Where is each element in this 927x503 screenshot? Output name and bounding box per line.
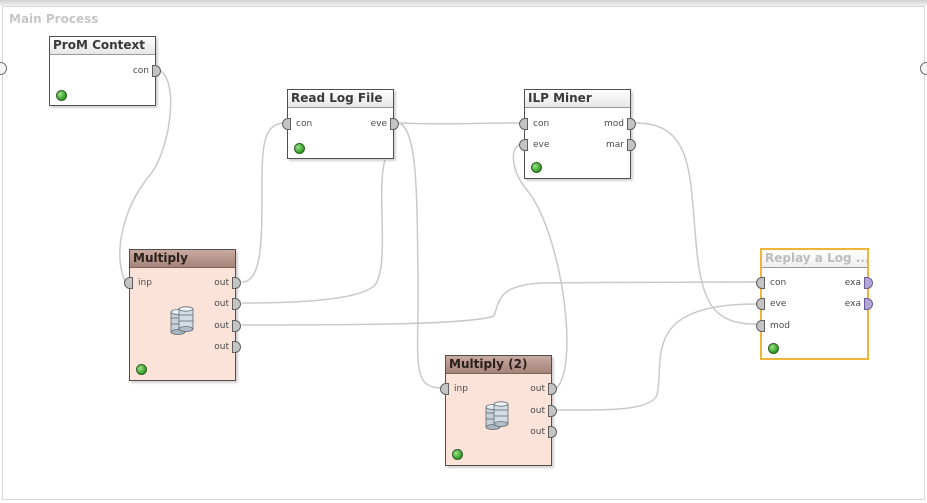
output-port-eve[interactable] <box>390 118 399 130</box>
operator-ilp-miner[interactable]: ILP Miner con eve mod mar <box>519 89 636 179</box>
port-label: exa <box>844 278 861 288</box>
wire-multiply2-to-replay-eve[interactable] <box>556 303 757 411</box>
port-label: out <box>214 342 229 352</box>
input-port-eve[interactable] <box>519 139 528 151</box>
input-port-con[interactable] <box>282 118 291 130</box>
port-label: out <box>530 427 545 437</box>
output-port-exa-2[interactable] <box>864 298 873 310</box>
output-port-out-1[interactable] <box>548 383 557 395</box>
port-label: con <box>132 66 149 76</box>
status-ok-icon <box>294 143 305 154</box>
wire-context-to-multiply[interactable] <box>119 69 172 283</box>
operator-multiply-2[interactable]: Multiply (2) inp out out out <box>440 355 557 466</box>
port-label: con <box>770 278 787 288</box>
port-label: mar <box>606 140 624 150</box>
input-port-inp[interactable] <box>440 383 449 395</box>
port-label: mod <box>770 321 790 331</box>
output-port-mod[interactable] <box>627 118 636 130</box>
port-label: con <box>296 119 313 129</box>
port-label: inp <box>454 384 468 394</box>
status-ok-icon <box>452 449 463 460</box>
operator-read-log-file[interactable]: Read Log File con eve <box>282 89 399 159</box>
status-ok-icon <box>56 90 67 101</box>
operator-replay-log[interactable]: Replay a Log ... con eve mod exa exa <box>756 248 873 360</box>
panel-top-border <box>0 0 927 6</box>
input-port-con[interactable] <box>519 118 528 130</box>
status-ok-icon <box>768 343 779 354</box>
operator-title: ILP Miner <box>525 90 630 108</box>
wire-multiply-to-readlog[interactable] <box>241 122 286 283</box>
output-port-con[interactable] <box>152 65 161 77</box>
output-port-out-4[interactable] <box>232 341 241 353</box>
wire-multiply-to-ilp-eve[interactable] <box>241 159 386 304</box>
operator-title: Multiply <box>130 250 235 268</box>
port-label: out <box>214 278 229 288</box>
operator-title: Read Log File <box>288 90 393 108</box>
process-title: Main Process <box>9 12 99 26</box>
operator-prom-context[interactable]: ProM Context con <box>49 36 161 106</box>
port-label: out <box>530 406 545 416</box>
database-stack-icon <box>485 401 509 430</box>
operator-title: ProM Context <box>50 37 155 55</box>
port-label: eve <box>770 299 787 309</box>
output-port-out-3[interactable] <box>548 426 557 438</box>
input-port-con[interactable] <box>756 277 765 289</box>
operator-title: Multiply (2) <box>446 356 551 374</box>
wire-readlog-to-ilp-con[interactable] <box>398 122 522 125</box>
input-port-mod[interactable] <box>756 320 765 332</box>
status-ok-icon <box>531 162 542 173</box>
port-label: out <box>214 299 229 309</box>
process-frame <box>2 6 925 500</box>
port-label: exa <box>844 299 861 309</box>
port-label: out <box>214 321 229 331</box>
output-port-exa-1[interactable] <box>864 277 873 289</box>
port-label: out <box>530 384 545 394</box>
output-port-out-1[interactable] <box>232 277 241 289</box>
port-label: eve <box>370 119 387 129</box>
operator-multiply[interactable]: Multiply inp out out out out <box>124 249 241 381</box>
wire-readlog-to-multiply2[interactable] <box>398 122 443 389</box>
output-port-mar[interactable] <box>627 139 636 151</box>
wire-ilp-to-replay-mod[interactable] <box>635 122 757 325</box>
port-label: inp <box>138 278 152 288</box>
output-port-out-3[interactable] <box>232 320 241 332</box>
input-port-eve[interactable] <box>756 298 765 310</box>
port-label: con <box>533 119 550 129</box>
port-label: eve <box>533 140 550 150</box>
output-port-out-2[interactable] <box>232 298 241 310</box>
wire-multiply-to-replay-con[interactable] <box>241 281 757 326</box>
status-ok-icon <box>136 364 147 375</box>
output-port-out-2[interactable] <box>548 405 557 417</box>
operator-title: Replay a Log ... <box>762 250 867 268</box>
port-label: mod <box>604 119 624 129</box>
database-stack-icon <box>170 306 194 335</box>
input-port-inp[interactable] <box>124 277 133 289</box>
wire-multiply2-to-ilp-eve[interactable] <box>512 143 568 389</box>
process-output-port[interactable] <box>920 62 927 75</box>
